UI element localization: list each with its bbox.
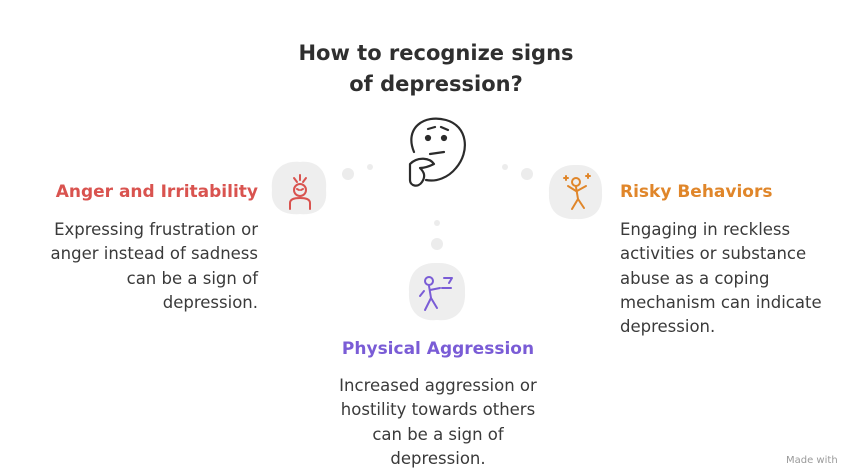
diagram-title: How to recognize signs of depression? bbox=[226, 38, 646, 100]
anger-irritability-description: Expressing frustration or anger instead … bbox=[2, 218, 258, 315]
desc-line: mechanism can indicate bbox=[620, 292, 822, 312]
desc-line: can be a sign of bbox=[372, 424, 504, 444]
title-line-2: of depression? bbox=[349, 72, 523, 96]
risky-behaviors-description: Engaging in reckless activities or subst… bbox=[620, 218, 852, 339]
desc-line: hostility towards others bbox=[340, 400, 536, 420]
anger-irritability-heading: Anger and Irritability bbox=[55, 182, 258, 202]
desc-line: Engaging in reckless bbox=[620, 220, 791, 239]
desc-line: depression. bbox=[390, 448, 486, 468]
made-with-label: Made with bbox=[786, 455, 838, 466]
angry-person-icon bbox=[271, 161, 327, 215]
desc-line: abuse as a coping bbox=[620, 268, 770, 288]
thinking-face-icon bbox=[408, 117, 466, 187]
desc-line: Expressing frustration or bbox=[54, 220, 258, 239]
physical-aggression-heading: Physical Aggression bbox=[341, 339, 535, 359]
made-with-watermark: Made with bbox=[786, 455, 838, 466]
desc-line: can be a sign of bbox=[126, 268, 258, 288]
desc-line: depression. bbox=[620, 317, 716, 337]
desc-line: Increased aggression or bbox=[339, 376, 537, 395]
connector-dots bbox=[342, 164, 533, 250]
desc-line: activities or substance bbox=[620, 244, 807, 264]
physical-aggression-description: Increased aggression or hostility toward… bbox=[298, 374, 578, 471]
title-line-1: How to recognize signs bbox=[298, 41, 574, 65]
risky-behaviors-heading: Risky Behaviors bbox=[620, 182, 773, 202]
desc-line: depression. bbox=[162, 292, 258, 312]
risky-person-icon bbox=[548, 164, 603, 220]
fighting-person-icon bbox=[408, 262, 466, 321]
desc-line: anger instead of sadness bbox=[50, 244, 258, 264]
